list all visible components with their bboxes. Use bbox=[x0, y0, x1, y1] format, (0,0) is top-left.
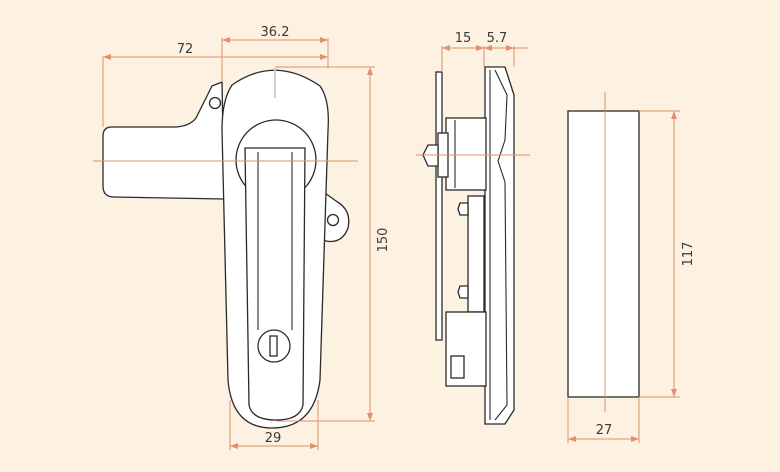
dim-label-36-2: 36.2 bbox=[261, 25, 290, 40]
front-view bbox=[102, 68, 350, 429]
side-key-slot bbox=[450, 355, 465, 379]
side-view-dimensions: 15 5.7 bbox=[416, 31, 530, 156]
side-screw bbox=[457, 285, 469, 299]
front-ear-hole bbox=[326, 213, 340, 227]
cutout-view bbox=[567, 92, 640, 412]
dim-label-27: 27 bbox=[596, 423, 613, 438]
cutout-dimensions: 117 27 bbox=[567, 110, 696, 443]
key-slot bbox=[269, 335, 278, 357]
side-center-bar bbox=[467, 195, 485, 313]
side-flange bbox=[484, 66, 515, 425]
panel-cutout bbox=[567, 110, 640, 398]
side-flange-profile bbox=[494, 69, 508, 421]
front-view-dimensions: 72 36.2 150 29 bbox=[93, 25, 391, 450]
dim-label-15: 15 bbox=[455, 31, 472, 46]
dim-label-150: 150 bbox=[376, 228, 391, 253]
dim-label-29: 29 bbox=[265, 431, 282, 446]
front-lever-wing bbox=[102, 81, 225, 200]
side-cylinder-housing bbox=[445, 117, 487, 191]
side-mounting-plate bbox=[435, 71, 443, 341]
dim-label-72: 72 bbox=[177, 42, 194, 57]
dim-label-117: 117 bbox=[681, 242, 696, 267]
front-lever-arm bbox=[244, 147, 306, 421]
dim-label-5-7: 5.7 bbox=[487, 31, 508, 46]
side-view bbox=[422, 66, 515, 425]
side-screw bbox=[457, 202, 469, 216]
front-wing-hole bbox=[208, 96, 222, 110]
